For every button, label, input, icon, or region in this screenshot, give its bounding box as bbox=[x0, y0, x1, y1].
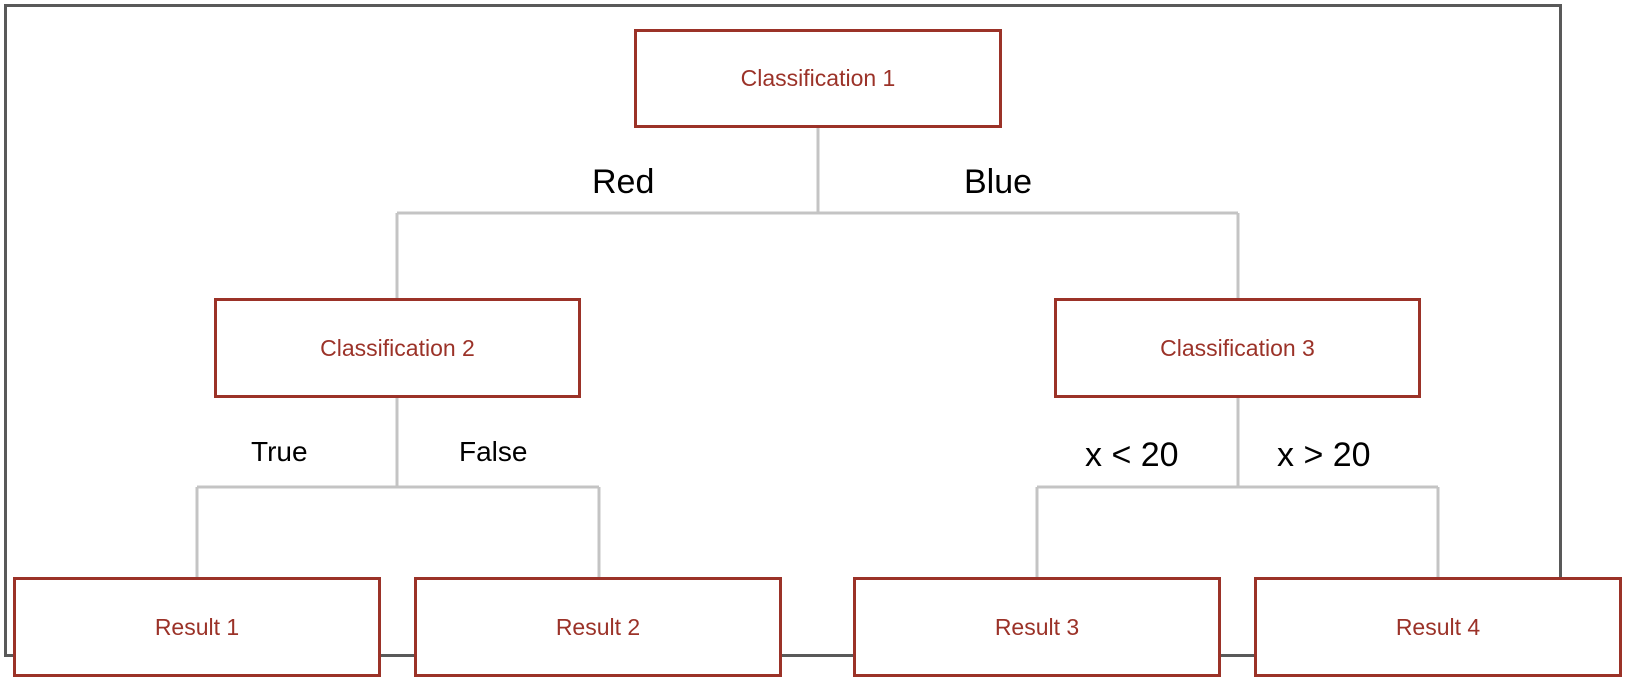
edge-label-blue: Blue bbox=[964, 163, 1033, 201]
edge-label-red: Red bbox=[592, 163, 655, 201]
edge-label-false: False bbox=[459, 436, 528, 467]
node-classification-2: Classification 2 bbox=[214, 298, 581, 398]
node-result-1: Result 1 bbox=[13, 577, 381, 677]
node-result-3: Result 3 bbox=[853, 577, 1221, 677]
node-classification-3: Classification 3 bbox=[1054, 298, 1421, 398]
edge-label-x-greater-than-20: x > 20 bbox=[1277, 436, 1371, 474]
node-classification-1: Classification 1 bbox=[634, 29, 1002, 128]
node-result-2: Result 2 bbox=[414, 577, 782, 677]
edge-label-x-less-than-20: x < 20 bbox=[1085, 436, 1179, 474]
edge-label-true: True bbox=[251, 436, 308, 467]
node-result-4: Result 4 bbox=[1254, 577, 1622, 677]
